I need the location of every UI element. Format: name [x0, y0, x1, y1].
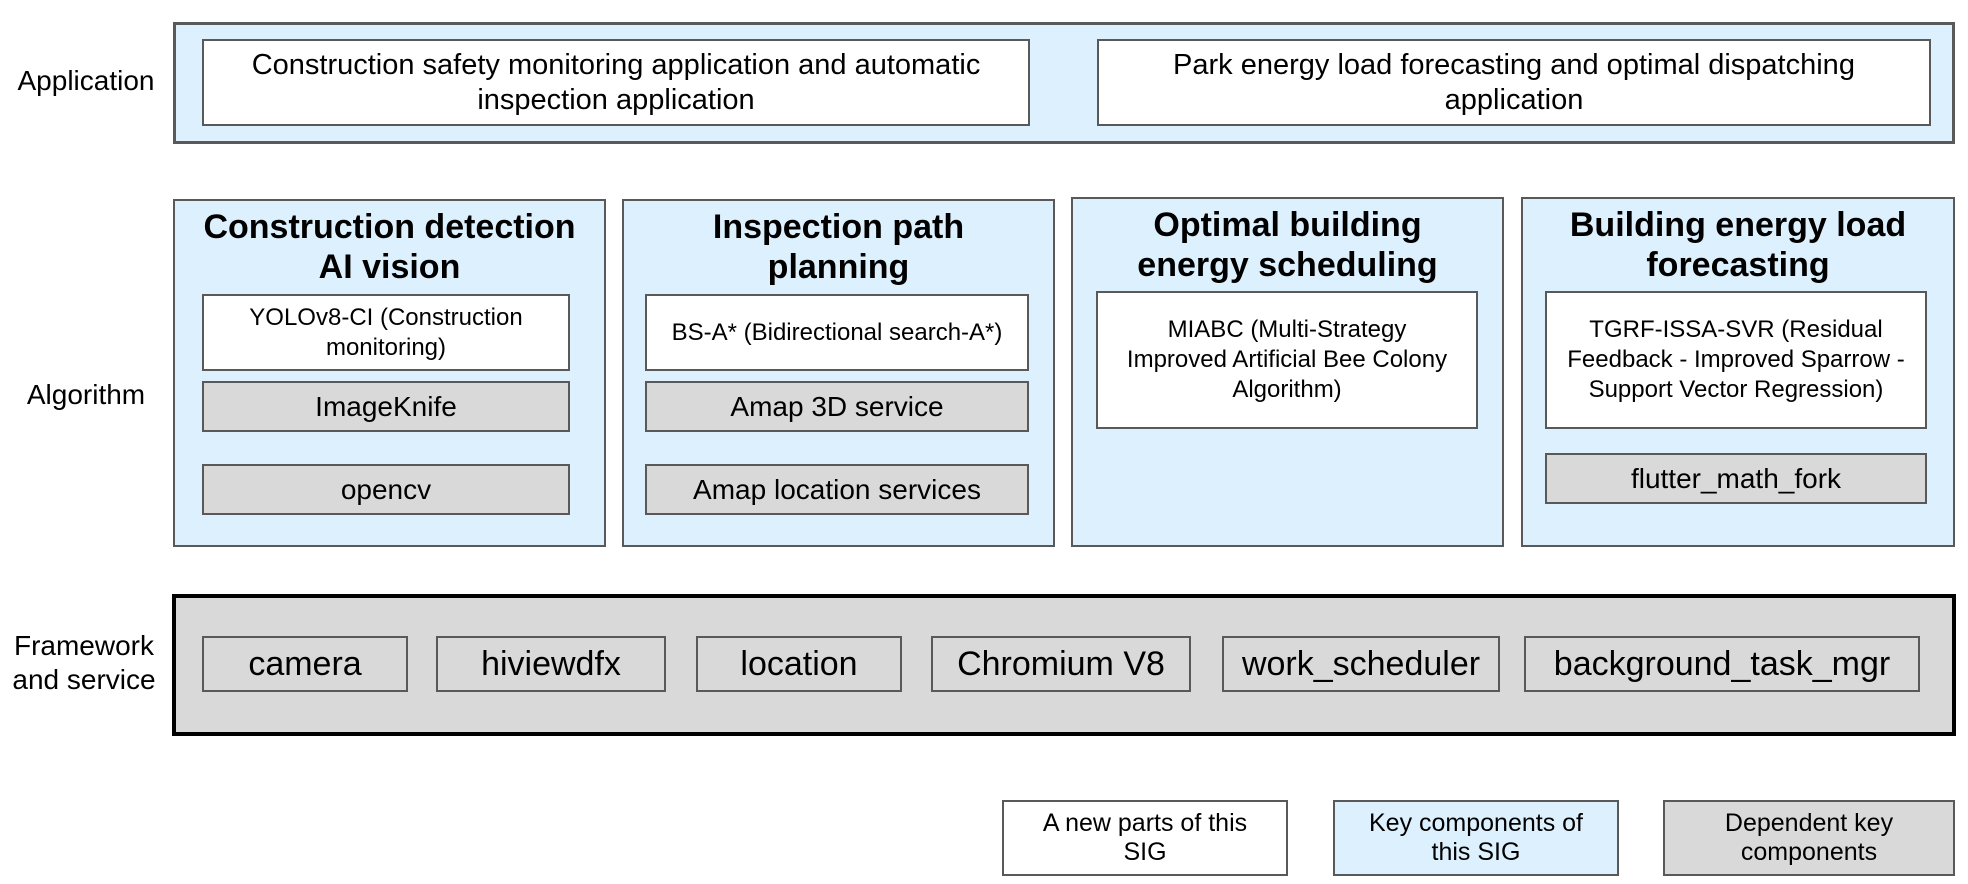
core-algorithm-box: TGRF-ISSA-SVR (Residual Feedback - Impro… [1545, 291, 1927, 429]
dependency-opencv: opencv [202, 464, 570, 515]
layer-label-application: Application [17, 65, 155, 96]
layer-label-framework: Framework and service [12, 630, 156, 695]
app-box-construction-safety: Construction safety monitoring applicati… [202, 39, 1030, 126]
legend-dependent-components: Dependent key components [1663, 800, 1955, 876]
framework-item-chromium-v8: Chromium V8 [931, 636, 1191, 692]
framework-item-work-scheduler: work_scheduler [1222, 636, 1500, 692]
framework-item-background-task-mgr: background_task_mgr [1524, 636, 1920, 692]
core-algorithm-box: MIABC (Multi-Strategy Improved Artificia… [1096, 291, 1478, 429]
legend-key-components: Key components of this SIG [1333, 800, 1619, 876]
framework-item-camera: camera [202, 636, 408, 692]
column-title: Inspection path planning [712, 208, 965, 286]
app-box-park-energy: Park energy load forecasting and optimal… [1097, 39, 1931, 126]
layer-label-algorithm: Algorithm [26, 379, 146, 410]
dependency-amap-3d: Amap 3D service [645, 381, 1029, 432]
core-algorithm-box: BS-A* (Bidirectional search-A*) [645, 294, 1029, 371]
column-title: Construction detection AI vision [203, 208, 576, 286]
column-title: Optimal building energy scheduling [1137, 206, 1438, 284]
legend-new-parts: A new parts of this SIG [1002, 800, 1288, 876]
dependency-amap-location: Amap location services [645, 464, 1029, 515]
framework-item-hiviewdfx: hiviewdfx [436, 636, 666, 692]
framework-item-location: location [696, 636, 902, 692]
dependency-flutter-math-fork: flutter_math_fork [1545, 453, 1927, 504]
column-title: Building energy load forecasting [1569, 206, 1907, 284]
core-algorithm-box: YOLOv8-CI (Construction monitoring) [202, 294, 570, 371]
dependency-imageknife: ImageKnife [202, 381, 570, 432]
